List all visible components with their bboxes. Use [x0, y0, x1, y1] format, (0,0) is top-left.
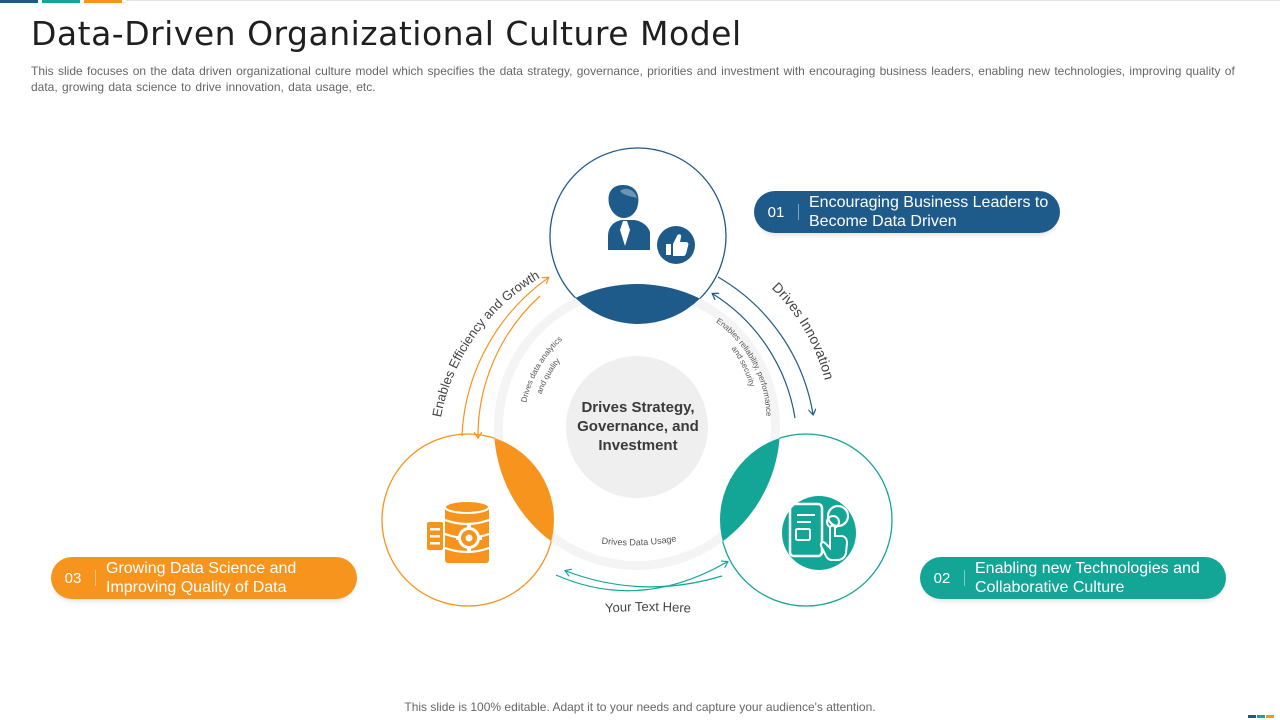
corner-accent-mark	[1248, 715, 1274, 718]
pill-01-number: 01	[767, 203, 785, 221]
pill-02-line2: Collaborative Culture	[975, 579, 1125, 596]
pill-02-label: Enabling new Technologies and Collaborat…	[975, 559, 1200, 597]
center-disc	[566, 356, 708, 498]
right-outer-label: Drives Innovation	[769, 279, 837, 382]
page-subtitle: This slide focuses on the data driven or…	[31, 64, 1235, 94]
accent-rule	[126, 0, 1280, 1]
pill-02-number: 02	[933, 569, 951, 587]
tablet-touch-innovation-icon	[782, 496, 856, 570]
top-accent-bars	[0, 0, 1280, 6]
page-title: Data-Driven Organizational Culture Model	[31, 14, 742, 53]
pill-01-line1: Encouraging Business Leaders to	[809, 194, 1049, 211]
right-inner-arrow	[713, 294, 796, 419]
pill-03-number: 03	[64, 569, 82, 587]
pill-02: 02 Enabling new Technologies and Collabo…	[920, 557, 1226, 599]
pill-03-label: Growing Data Science and Improving Quali…	[106, 559, 296, 597]
accent-bar-teal	[42, 0, 80, 3]
right-outer-arrow	[717, 276, 813, 414]
pill-03: 03 Growing Data Science and Improving Qu…	[51, 557, 357, 599]
pill-01-divider	[798, 204, 799, 220]
left-outer-arrow	[461, 278, 548, 437]
bottom-outer-arrow	[555, 562, 727, 592]
database-gear-icon	[427, 500, 490, 563]
accent-bar-blue	[0, 0, 38, 3]
bottom-inner-arrow	[566, 571, 723, 588]
accent-bar-orange	[84, 0, 122, 3]
bottom-outer-label: Your Text Here	[605, 599, 692, 616]
pill-03-line2: Improving Quality of Data	[106, 579, 287, 596]
left-inner-arrow	[478, 295, 541, 437]
pill-01-label: Encouraging Business Leaders to Become D…	[809, 193, 1048, 231]
pill-02-line1: Enabling new Technologies and	[975, 560, 1200, 577]
pill-03-line1: Growing Data Science and	[106, 560, 297, 577]
center-label: Drives Strategy, Governance, and Investm…	[577, 399, 699, 454]
pill-01: 01 Encouraging Business Leaders to Becom…	[754, 191, 1060, 233]
business-leader-thumbs-up-icon	[608, 185, 698, 267]
pill-01-line2: Become Data Driven	[809, 213, 957, 230]
pill-03-divider	[95, 570, 96, 586]
footer-note: This slide is 100% editable. Adapt it to…	[404, 700, 876, 714]
pill-02-divider	[964, 570, 965, 586]
